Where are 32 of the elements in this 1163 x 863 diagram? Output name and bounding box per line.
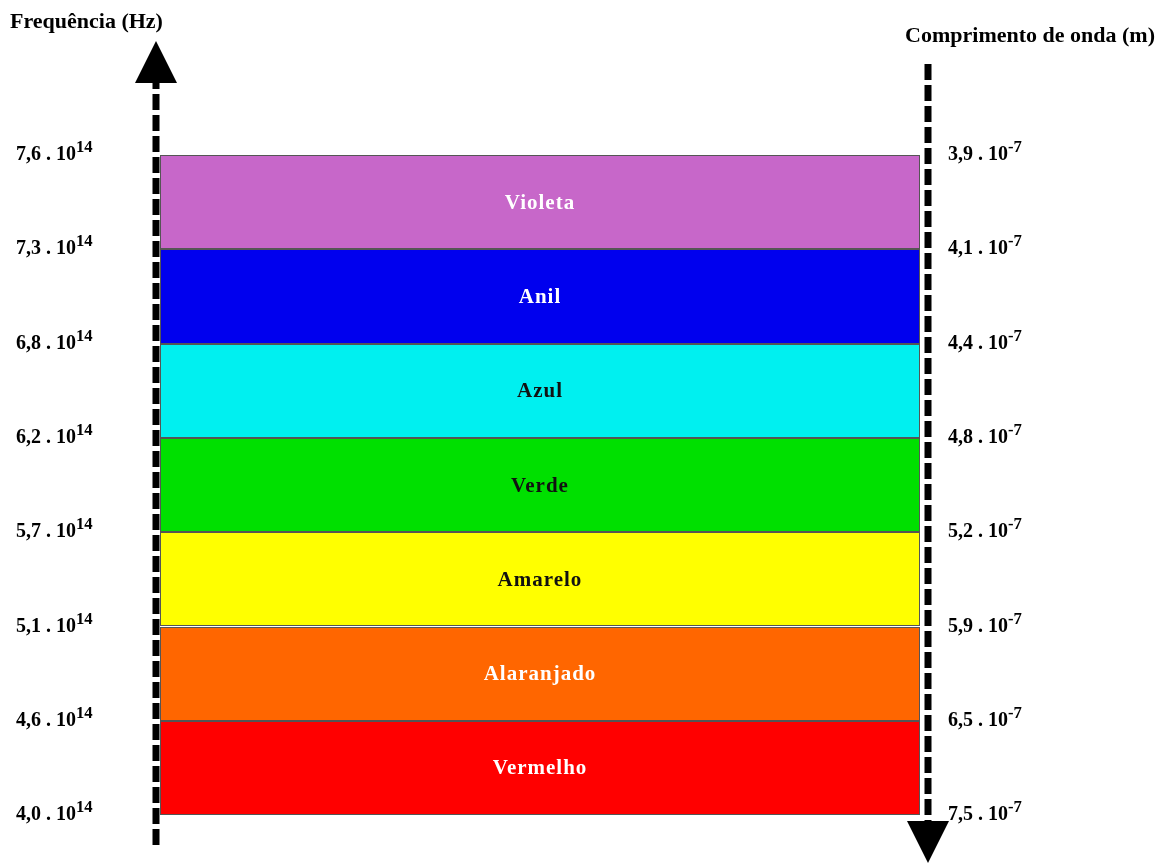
color-band xyxy=(160,155,920,250)
axis-title: Comprimento de onda (m) xyxy=(905,22,1155,48)
band-label: Alaranjado xyxy=(483,661,597,687)
frequency-value: 7,6 . 10$^{14}$ xyxy=(16,137,93,165)
wavelength-value: 6,5 . 10$^{-7}$ xyxy=(948,702,1022,731)
band-label: Verde xyxy=(511,472,569,498)
frequency-value: 6,8 . 10$^{14}$ xyxy=(16,325,93,354)
frequency-value: 5,7 . 10$^{14}$ xyxy=(16,514,93,542)
band-label: Violeta xyxy=(504,189,576,215)
frequency-value: 4,6 . 10$^{14}$ xyxy=(16,702,93,731)
wavelength-value: 3,9 . 10$^{-7}$ xyxy=(948,137,1022,165)
wavelength-value: 5,2 . 10$^{-7}$ xyxy=(948,514,1022,542)
wavelength-value: 7,5 . 10$^{-7}$ xyxy=(948,797,1022,825)
frequency-value: 5,1 . 10$^{14}$ xyxy=(16,608,93,637)
wavelength-value: 4,8 . 10$^{-7}$ xyxy=(948,419,1022,448)
frequency-value: 7,3 . 10$^{14}$ xyxy=(16,231,93,259)
frequency-value: 6,2 . 10$^{14}$ xyxy=(16,419,93,448)
band-label: Anil xyxy=(518,283,562,309)
axis-title: Frequência (Hz) xyxy=(10,8,163,34)
wavelength-value: 4,1 . 10$^{-7}$ xyxy=(948,231,1022,259)
color-band xyxy=(160,437,920,533)
color-band xyxy=(160,532,920,627)
color-band xyxy=(160,343,920,438)
wavelength-value: 5,9 . 10$^{-7}$ xyxy=(948,608,1022,637)
band-label: Azul xyxy=(517,378,563,404)
band-label: Vermelho xyxy=(492,755,588,781)
band-label: Amarelo xyxy=(497,566,583,592)
color-band xyxy=(160,720,920,816)
color-band xyxy=(160,249,920,344)
frequency-value: 4,0 . 10$^{14}$ xyxy=(16,797,93,825)
wavelength-value: 4,4 . 10$^{-7}$ xyxy=(948,325,1022,354)
color-band xyxy=(160,626,920,721)
